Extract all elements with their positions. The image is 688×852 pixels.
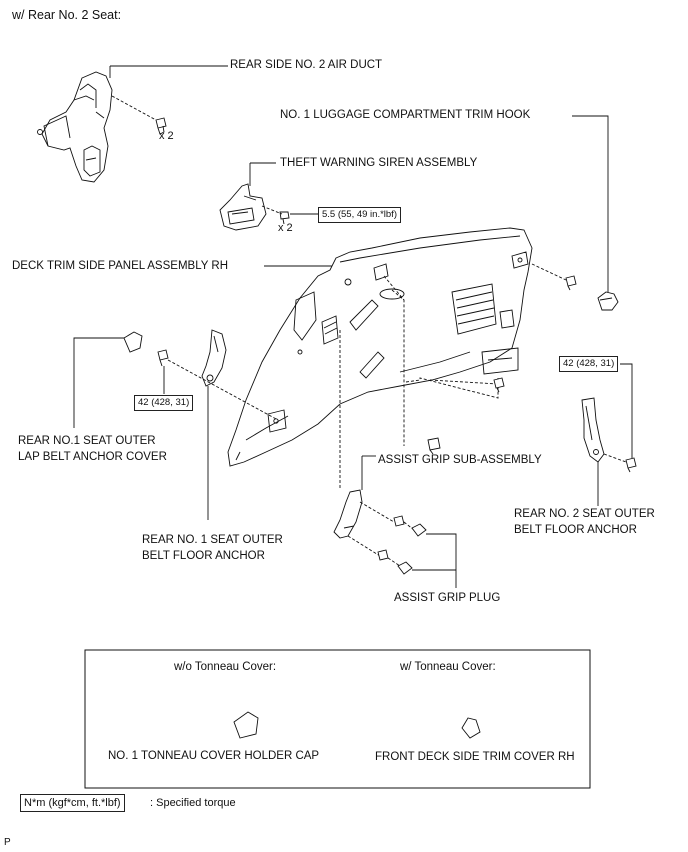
grip-screw-upper	[393, 515, 405, 527]
torque-box-no1-anchor: 42 (428, 31)	[134, 395, 194, 411]
trim-hook-part	[597, 291, 619, 311]
label-no2-floor-anchor: REAR NO. 2 SEAT OUTER BELT FLOOR ANCHOR	[514, 508, 655, 536]
torque-box-siren: 5.5 (55, 49 in.*lbf)	[318, 207, 401, 223]
lap-belt-cover-part	[123, 331, 143, 353]
deck-trim-panel-part	[227, 227, 533, 467]
label-assist-grip: ASSIST GRIP SUB-ASSEMBLY	[378, 454, 542, 466]
label-theft-siren: THEFT WARNING SIREN ASSEMBLY	[280, 157, 478, 169]
trim-cover-part	[461, 717, 481, 739]
heading-with-tonneau: w/ Tonneau Cover:	[400, 661, 496, 673]
grip-screw-lower	[377, 549, 389, 561]
panel-bolt-grip	[427, 437, 441, 455]
grip-plug-upper	[411, 523, 427, 537]
label-siren-bolt-qty: x 2	[278, 222, 293, 234]
label-rear-side-no2-air-duct: REAR SIDE NO. 2 AIR DUCT	[230, 59, 383, 71]
label-lap-belt-cover: REAR NO.1 SEAT OUTER LAP BELT ANCHOR COV…	[18, 435, 167, 463]
label-assist-grip-plug: ASSIST GRIP PLUG	[394, 592, 501, 604]
heading-without-tonneau: w/o Tonneau Cover:	[174, 661, 277, 673]
no1-anchor-bolt	[157, 349, 169, 367]
no1-floor-anchor-part	[201, 329, 227, 387]
hook-screw	[565, 275, 577, 291]
duct-clip-part	[155, 117, 167, 135]
variant-heading: w/ Rear No. 2 Seat:	[12, 8, 122, 22]
label-luggage-trim-hook: NO. 1 LUGGAGE COMPARTMENT TRIM HOOK	[280, 109, 531, 121]
panel-bolt-lower	[493, 377, 505, 393]
siren-bolt	[279, 211, 290, 225]
grip-plug-lower	[397, 561, 413, 575]
legend-torque-unit-box: N*m (kgf*cm, ft.*lbf)	[20, 794, 125, 812]
torque-box-no2-anchor: 42 (428, 31)	[559, 356, 619, 372]
label-deck-trim-panel: DECK TRIM SIDE PANEL ASSEMBLY RH	[12, 260, 229, 272]
no2-floor-anchor-part	[581, 397, 605, 463]
holder-cap-part	[233, 711, 259, 739]
label-no1-floor-anchor: REAR NO. 1 SEAT OUTER BELT FLOOR ANCHOR	[142, 534, 283, 562]
label-front-deck-side-trim-cover: FRONT DECK SIDE TRIM COVER RH	[375, 751, 575, 763]
footer-code: P	[4, 837, 11, 848]
assist-grip-part	[333, 489, 363, 539]
air-duct-part	[37, 71, 113, 183]
siren-part	[219, 183, 267, 231]
label-duct-clip-qty: x 2	[159, 130, 174, 142]
no2-anchor-bolt	[625, 457, 637, 473]
legend-torque-meaning: : Specified torque	[150, 797, 236, 809]
label-tonneau-holder-cap: NO. 1 TONNEAU COVER HOLDER CAP	[108, 750, 320, 762]
